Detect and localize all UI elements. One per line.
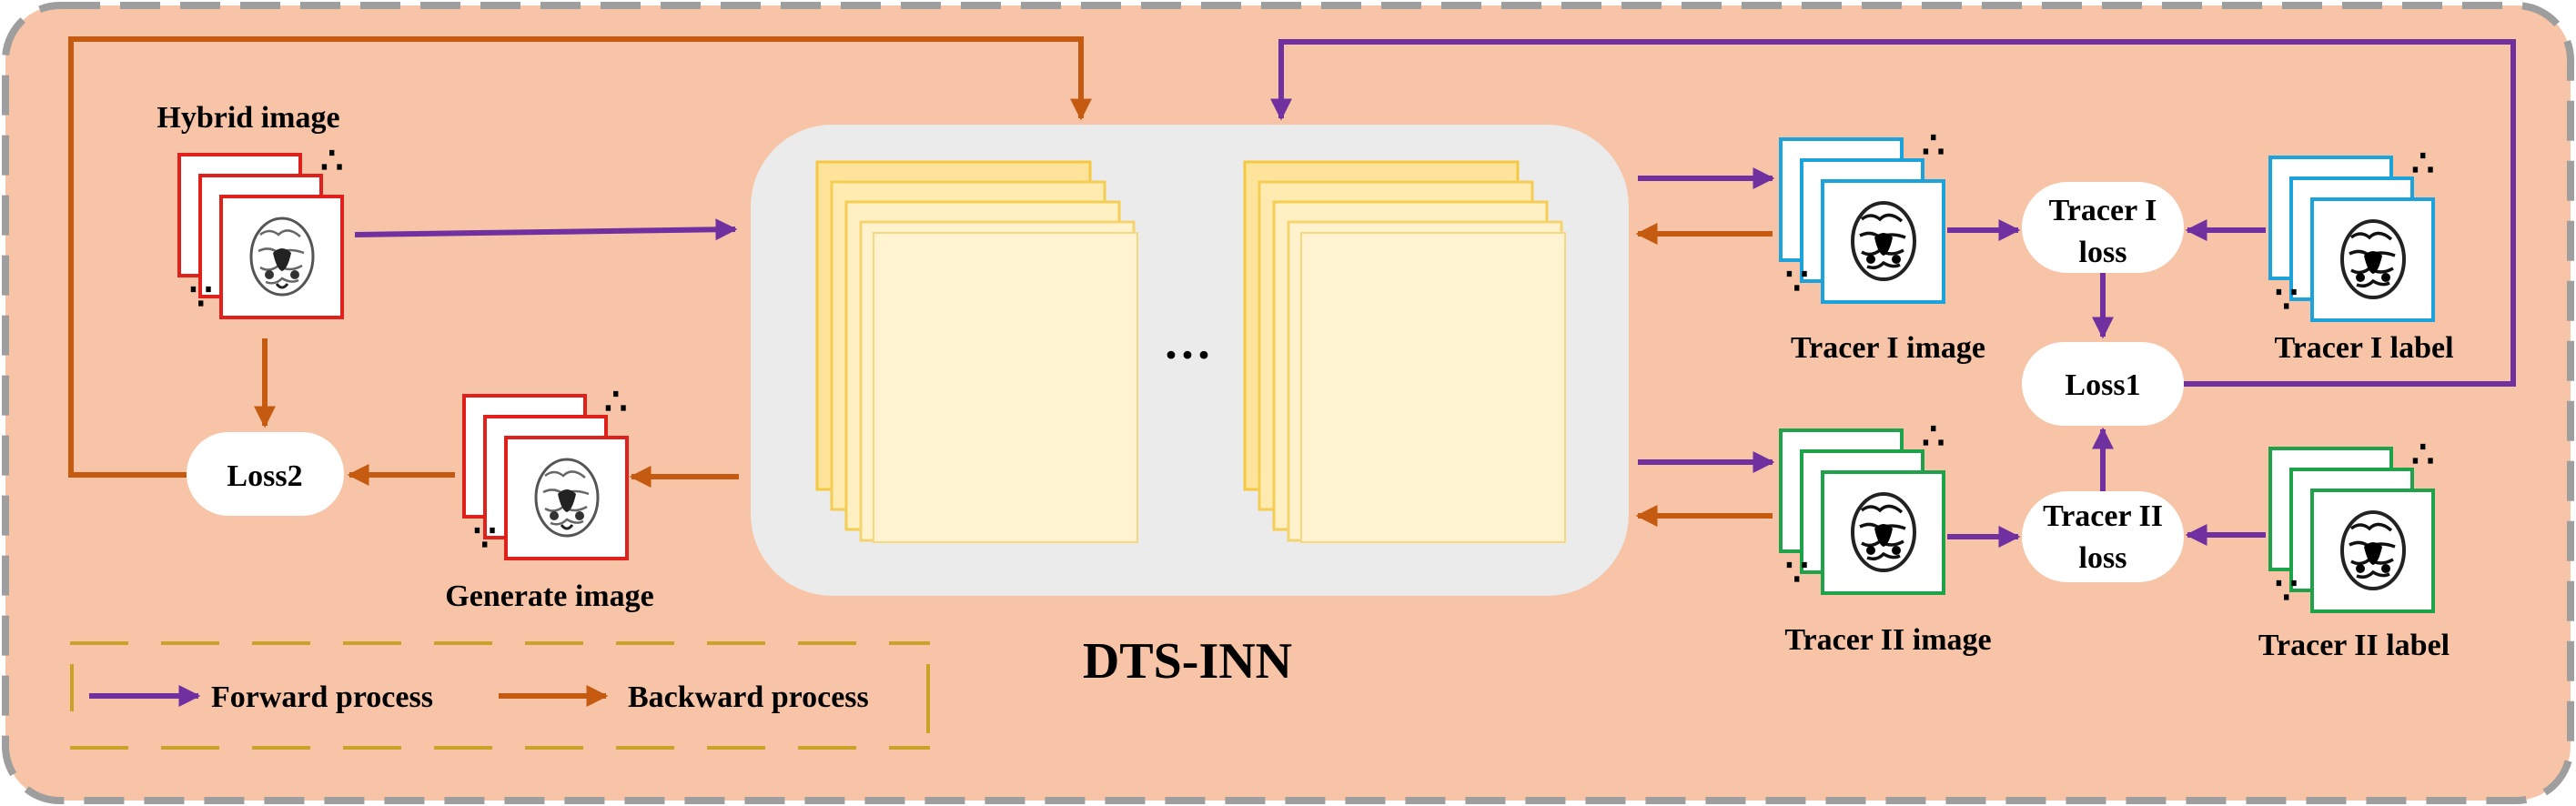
legend-forward-label: Forward process (211, 680, 433, 714)
tracer2-image-stack: ∴ ∵ (1779, 416, 1945, 595)
loss1-node (2022, 342, 2184, 426)
tracer1-label-label: Tracer I label (2274, 331, 2453, 365)
tracer1-label-stack: ∴ ∵ (2268, 143, 2435, 322)
loss1-label: Loss1 (2065, 368, 2140, 402)
svg-text:∴: ∴ (2411, 434, 2434, 475)
layer-ellipsis: ··· (1163, 327, 1212, 382)
svg-text:∵: ∵ (1785, 552, 1808, 593)
svg-text:∴: ∴ (320, 140, 343, 181)
legend: Forward process Backward process (70, 641, 930, 750)
tracer2-loss-node (2022, 491, 2184, 582)
tracer1-image-label: Tracer I image (1791, 331, 1985, 365)
legend-backward-label: Backward process (628, 680, 869, 714)
svg-text:∵: ∵ (189, 277, 212, 317)
tracer1-loss-label-line1: Tracer I (2049, 194, 2157, 227)
svg-text:∴: ∴ (1922, 125, 1945, 166)
hybrid-image-label: Hybrid image (157, 101, 339, 135)
hybrid-image-stack: ∴ ∵ (177, 140, 344, 319)
tracer2-loss-label-line1: Tracer II (2043, 499, 2163, 533)
backward-arrows (68, 36, 1773, 527)
svg-text:∴: ∴ (604, 381, 627, 422)
brain-scan-icon (1851, 201, 1916, 281)
forward-arrows (354, 39, 2516, 548)
loss2-node (187, 432, 344, 516)
tracer2-label-stack: ∴ ∵ (2268, 434, 2435, 613)
tracer2-image-label: Tracer II image (1784, 623, 1991, 657)
svg-text:∵: ∵ (473, 518, 496, 559)
svg-text:∵: ∵ (2275, 279, 2298, 320)
svg-text:∴: ∴ (1922, 416, 1945, 457)
generate-image-label: Generate image (445, 579, 653, 613)
tracer1-loss-label-line2: loss (2079, 236, 2127, 269)
svg-text:∵: ∵ (2275, 570, 2298, 611)
svg-text:∵: ∵ (1785, 261, 1808, 302)
tracer1-loss-node (2022, 182, 2184, 273)
brain-scan-icon (2340, 510, 2406, 590)
brain-scan-icon (249, 217, 315, 297)
svg-text:∴: ∴ (2411, 143, 2434, 184)
brain-scan-icon (2340, 219, 2406, 299)
tracer2-loss-label-line2: loss (2079, 541, 2127, 575)
layer-stack-right (1243, 160, 1566, 543)
tracer2-label-label: Tracer II label (2258, 629, 2450, 662)
network-title: DTS-INN (1083, 633, 1292, 690)
brain-scan-icon (1851, 492, 1916, 572)
tracer1-image-stack: ∴ ∵ (1779, 125, 1945, 304)
loss2-label: Loss2 (227, 459, 302, 493)
brain-scan-icon (534, 458, 600, 538)
generate-image-stack: ∴ ∵ (462, 381, 629, 560)
layer-stack-left (815, 160, 1138, 543)
